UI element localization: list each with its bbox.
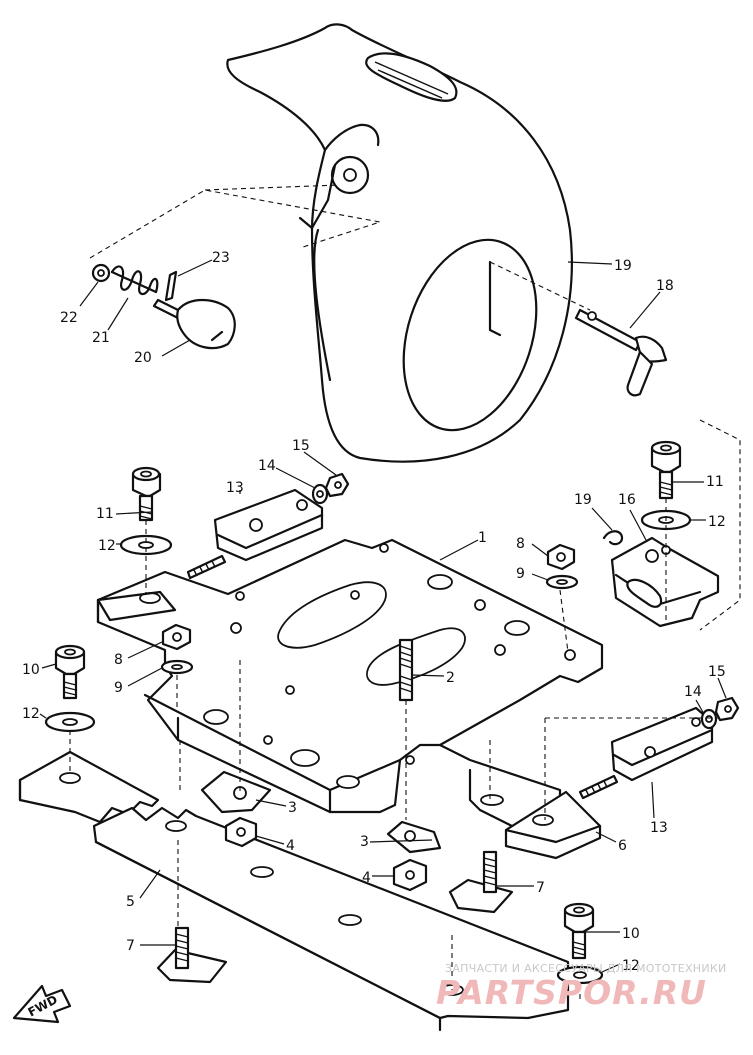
bolt-lower-right <box>556 902 604 985</box>
callout-5: 5 <box>126 894 135 910</box>
callout-12-upper-left: 12 <box>98 538 116 554</box>
callout-12-lower-right: 12 <box>622 958 640 974</box>
callout-13-right: 13 <box>650 820 668 836</box>
stud-bracket-left <box>156 926 228 984</box>
callout-17: 18 <box>656 278 674 294</box>
clip-bracket-left <box>200 770 272 814</box>
washer-upper-left <box>119 534 173 556</box>
callout-14-left: 14 <box>258 458 276 474</box>
bolt-upper-left <box>131 466 162 522</box>
watermark-tagline: ЗАПЧАСТИ И АКСЕССУАРЫ ДЛЯ МОТОТЕХНИКИ <box>445 962 727 975</box>
callout-12-left: 12 <box>22 706 40 722</box>
callout-11-left: 11 <box>96 506 114 522</box>
lower-rail <box>92 806 570 1032</box>
callout-9-upper: 9 <box>516 566 525 582</box>
callout-15-left: 15 <box>292 438 310 454</box>
callout-2: 2 <box>446 670 455 686</box>
callout-4-left: 4 <box>286 838 295 854</box>
bolt-upper-right <box>650 440 682 500</box>
callout-15-right: 15 <box>708 664 726 680</box>
nut-lower-center <box>392 858 428 892</box>
callout-6: 6 <box>618 838 627 854</box>
callout-20: 20 <box>134 350 152 366</box>
callouts: 19 18 23 22 21 20 1 2 3 3 4 4 5 6 7 7 8 … <box>22 250 726 974</box>
watermark-site: PARTSPOR.RU <box>436 973 707 1012</box>
forward-arrow: FWD <box>12 984 72 1024</box>
spring <box>110 265 159 296</box>
callout-19: 19 <box>614 258 632 274</box>
callout-7-right: 7 <box>536 880 545 896</box>
washer-nut-left <box>311 472 350 505</box>
callout-10-right: 10 <box>622 926 640 942</box>
stud <box>398 638 414 820</box>
callout-7-left: 7 <box>126 938 135 954</box>
plate-right <box>578 706 714 800</box>
callout-12-upper-right: 12 <box>708 514 726 530</box>
callout-14-right: 14 <box>684 684 702 700</box>
knob-assembly <box>89 184 381 350</box>
callout-13-left: 13 <box>226 480 244 496</box>
callout-16: 16 <box>618 492 636 508</box>
stud-bracket-right <box>448 850 514 914</box>
nut-lower-left <box>224 816 258 848</box>
callout-1: 1 <box>478 530 487 546</box>
callout-22: 22 <box>60 310 78 326</box>
cover-housing <box>226 23 591 463</box>
callout-3-right: 3 <box>360 834 369 850</box>
nut-upper <box>545 543 579 590</box>
callout-4-right: 4 <box>362 870 371 886</box>
leader-lines <box>39 259 727 973</box>
cover-name-plate <box>365 52 458 102</box>
lower-right-plate <box>504 790 602 860</box>
callout-18: 19 <box>574 492 592 508</box>
plate-left <box>186 488 324 580</box>
bolt-left <box>44 644 96 733</box>
callout-21: 21 <box>92 330 110 346</box>
small-bracket <box>602 530 720 628</box>
callout-3-left: 3 <box>288 800 297 816</box>
clip-bracket-right <box>386 820 442 854</box>
callout-23: 23 <box>212 250 230 266</box>
clip-pin <box>574 308 668 397</box>
callout-9-mid: 9 <box>114 680 123 696</box>
main-bracket <box>96 538 604 832</box>
washer-nut-right <box>700 696 740 730</box>
watermark: ЗАПЧАСТИ И АКСЕССУАРЫ ДЛЯ МОТОТЕХНИКИ PA… <box>436 962 727 1012</box>
nut-mid <box>160 623 194 675</box>
callout-11-right: 11 <box>706 474 724 490</box>
callout-8-upper: 8 <box>516 536 525 552</box>
callout-8-mid: 8 <box>114 652 123 668</box>
assembly-lines <box>69 419 741 1000</box>
callout-10-left: 10 <box>22 662 40 678</box>
